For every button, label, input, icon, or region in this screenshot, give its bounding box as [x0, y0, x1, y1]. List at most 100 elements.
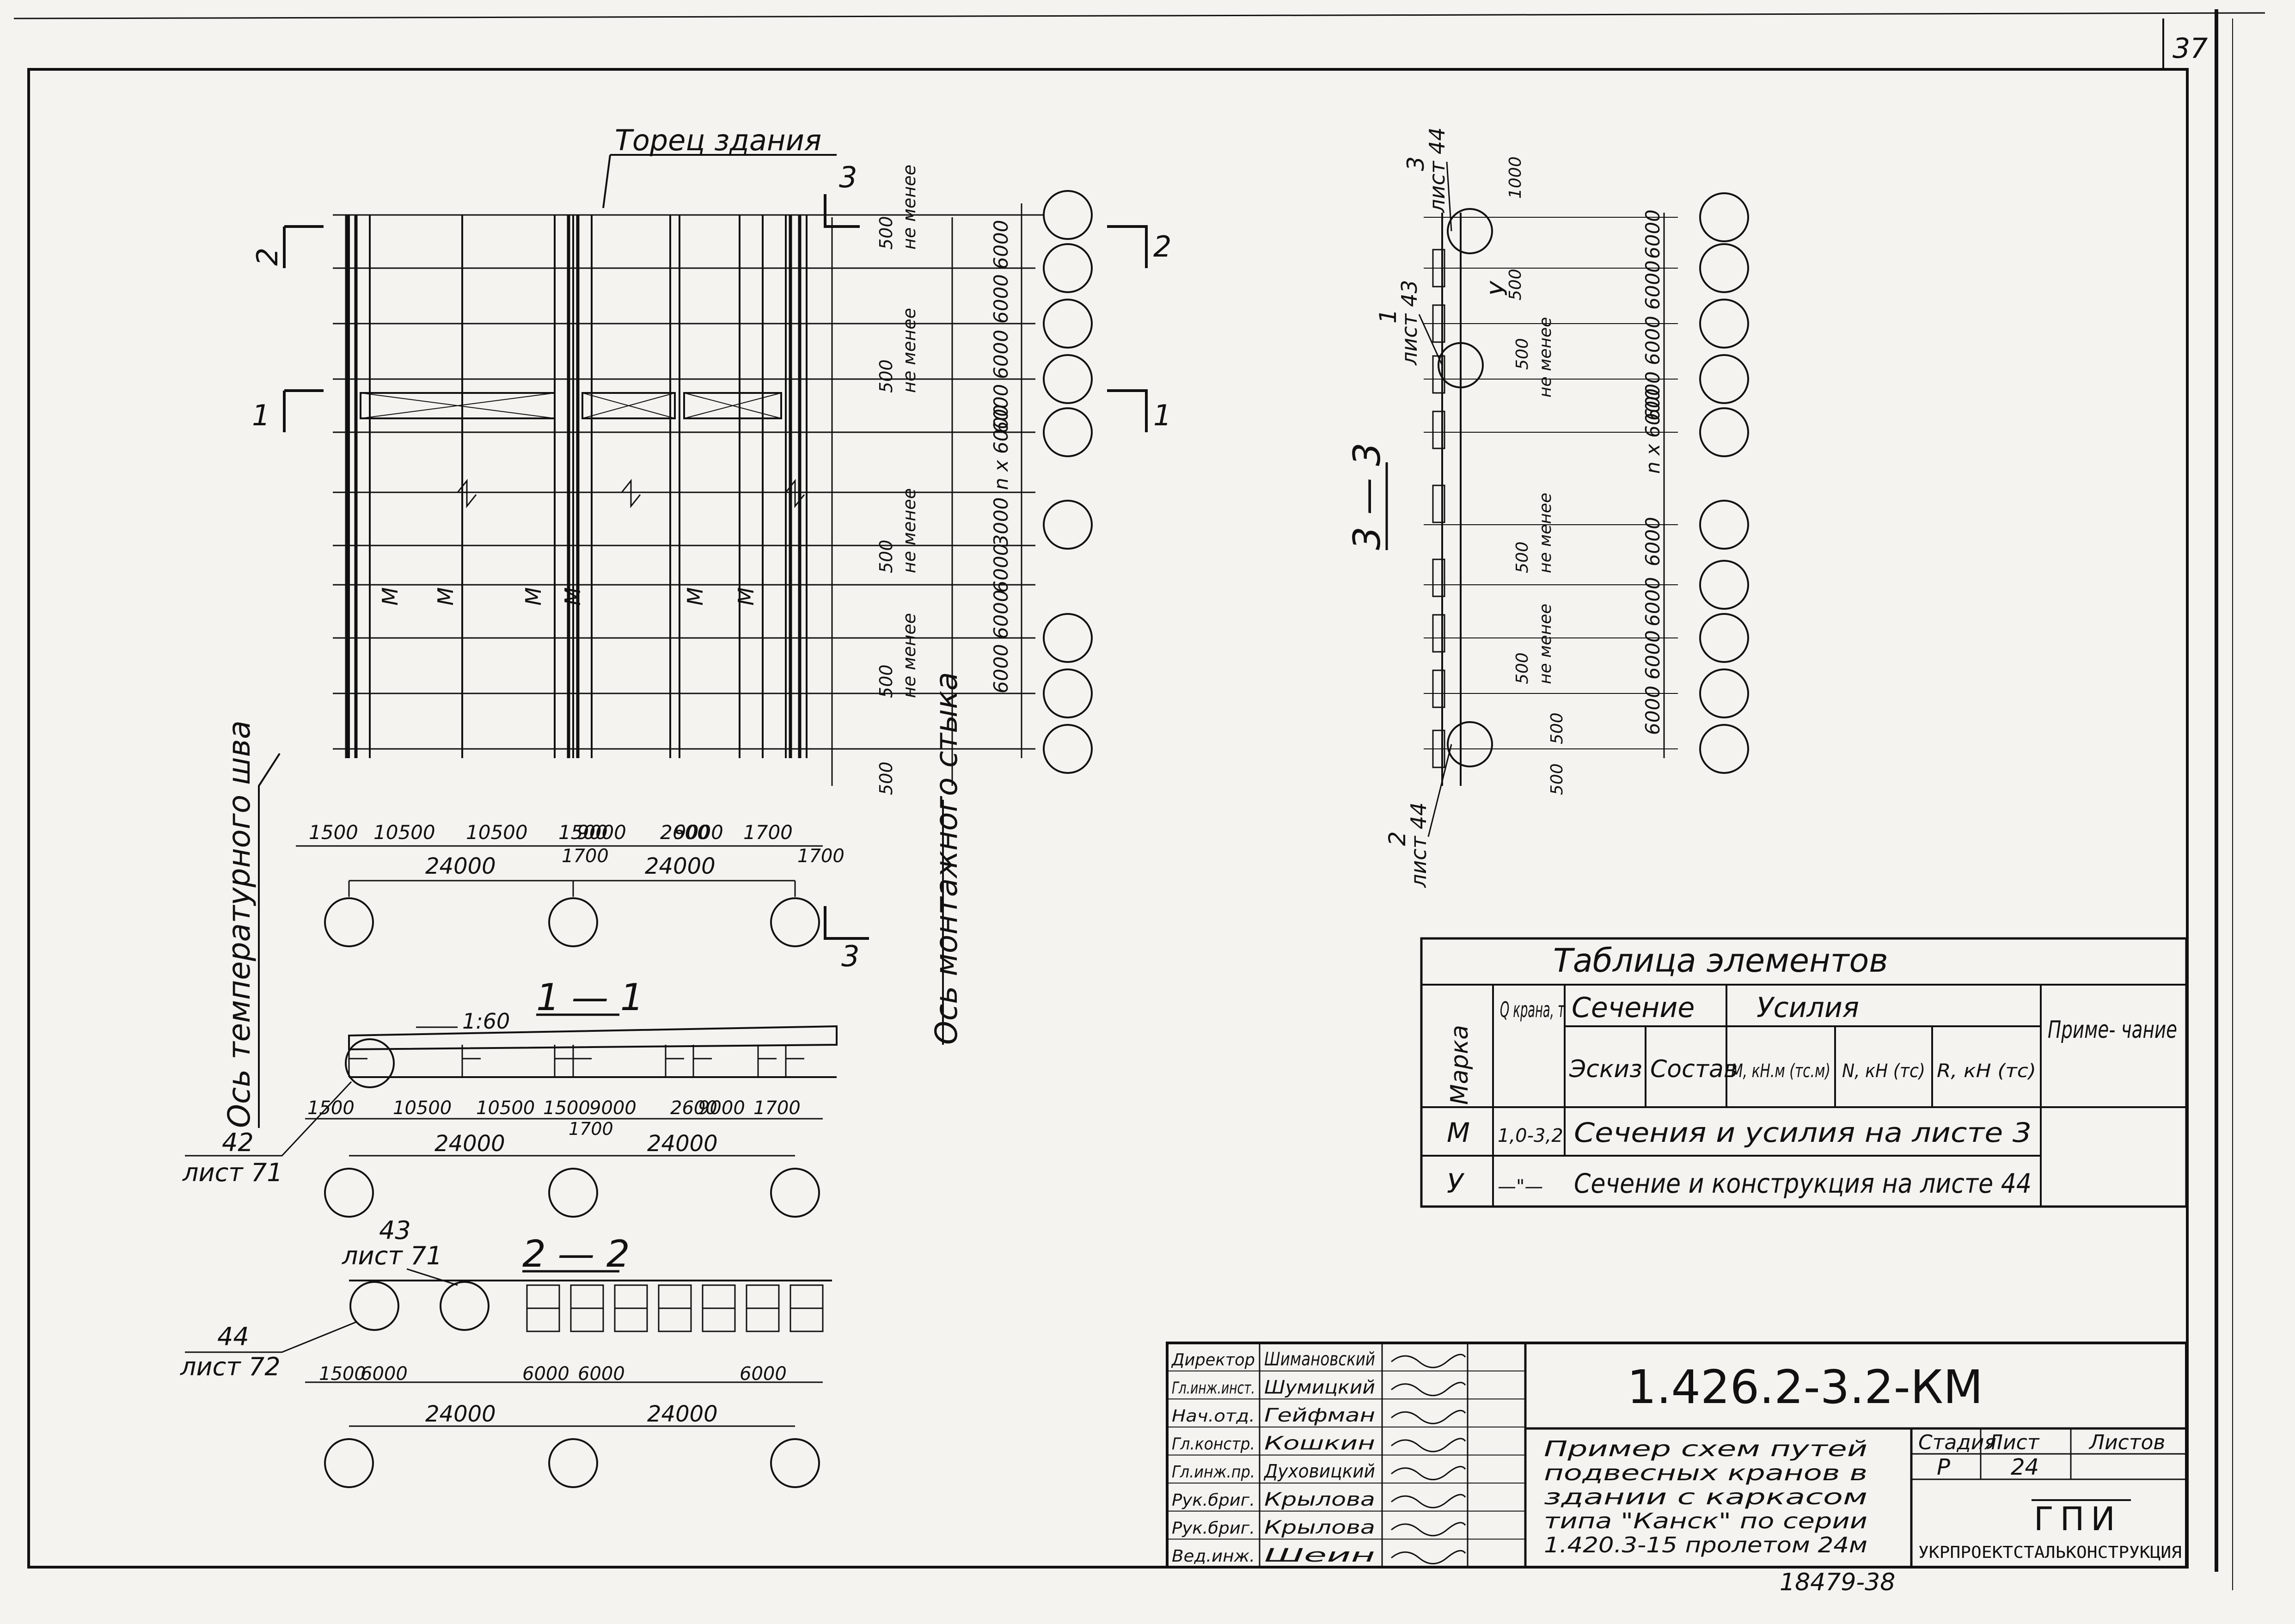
- axis-bubble: [770, 897, 820, 947]
- runway-section: [1432, 411, 1445, 449]
- name-label: Шимановский: [1264, 1349, 1375, 1370]
- row-axis-bubble: [1699, 500, 1749, 550]
- row-axis-bubble: [1699, 192, 1749, 242]
- row-axis-bubble: [1699, 613, 1749, 663]
- not-less-label: не менее: [899, 308, 919, 393]
- dim-label: 9000: [698, 1097, 745, 1119]
- header-mark: Марка: [1446, 1025, 1474, 1105]
- sheets-label: Листов: [2088, 1431, 2165, 1454]
- small-dim-label: 500: [1513, 338, 1532, 370]
- callout-sheet-42: лист 71: [182, 1158, 283, 1187]
- section-mark-label: 3: [839, 160, 857, 194]
- header-composition: Состав: [1650, 1055, 1738, 1083]
- callout-num-43: 43: [379, 1216, 411, 1245]
- runway-section: [1432, 614, 1445, 653]
- axis-bubble: [548, 1438, 598, 1488]
- signature: [1391, 1410, 1466, 1424]
- axis-bubble: [548, 897, 598, 947]
- break-symbol: [785, 478, 805, 509]
- dim-label-right: 3000: [990, 497, 1012, 547]
- signature: [1391, 1494, 1466, 1508]
- corner-number: 37: [2173, 32, 2208, 65]
- section-mark-label: 2: [1153, 230, 1171, 264]
- name-label: Кошкин: [1264, 1433, 1375, 1454]
- role-label: Рук.бриг.: [1172, 1491, 1255, 1510]
- dim-label: 1500: [543, 1097, 590, 1119]
- dim-label: 1700: [753, 1097, 801, 1119]
- row-axis-bubble: [1699, 299, 1749, 349]
- axis-bubble: [324, 1438, 374, 1488]
- sheet-label: Лист: [1987, 1431, 2040, 1454]
- description-line: Пример схем путей: [1544, 1436, 1867, 1461]
- callout-circle: [1447, 721, 1493, 767]
- beam-mark: М: [560, 587, 585, 606]
- header-sketch: Эскиз: [1569, 1055, 1642, 1083]
- section-mark-label: 2: [251, 248, 284, 266]
- not-less-label: 500: [876, 359, 896, 393]
- row-axis-bubble: [1699, 724, 1749, 774]
- dim-label-right: 6000: [990, 544, 1012, 593]
- row-axis-bubble: [1043, 500, 1093, 550]
- dim-label: 1500: [307, 1097, 355, 1119]
- end-label: Торец здания: [615, 123, 821, 157]
- row-axis-bubble: [1699, 354, 1749, 404]
- callout-circle: [1447, 208, 1493, 254]
- header-m: M, кН.м (тс.м): [1731, 1060, 1830, 1082]
- brace-box: [360, 392, 556, 419]
- row-axis-bubble: [1699, 243, 1749, 293]
- callout-num: 2: [1384, 831, 1411, 846]
- callout-circle-44: [349, 1281, 399, 1331]
- role-label: Нач.отд.: [1172, 1407, 1255, 1426]
- sheet-value: 24: [2011, 1454, 2039, 1480]
- role-label: Гл.констр.: [1172, 1435, 1255, 1454]
- row-q: 1,0-3,2: [1498, 1125, 1563, 1146]
- axis-temperature-leader: [258, 753, 281, 1128]
- signature: [1391, 1522, 1466, 1537]
- signature: [1391, 1550, 1466, 1564]
- dim-label-bottom: 10500: [373, 821, 435, 844]
- name-label: Крылова: [1264, 1517, 1375, 1538]
- description-line: подвесных кранов в: [1544, 1460, 1867, 1485]
- brace-box: [581, 392, 676, 419]
- dim-label: 6000: [578, 1363, 625, 1385]
- header-r: R, кН (тс): [1937, 1060, 2036, 1082]
- small-dim-label: 500: [1548, 763, 1567, 795]
- name-label: Шеин: [1264, 1545, 1375, 1566]
- dim-total-label: 24000: [435, 1131, 505, 1157]
- dim-label: 6000: [361, 1363, 408, 1385]
- callout-circle: [1438, 342, 1484, 388]
- callout-circle-42: [345, 1038, 395, 1088]
- section-mark-2-right: 2: [1107, 225, 1171, 268]
- dim-label: 1500: [319, 1363, 366, 1385]
- dim-label-right: 6000: [990, 330, 1012, 379]
- callout-leader: [1446, 161, 1452, 232]
- drawing-code: 1.426.2-3.2-КМ: [1627, 1360, 1983, 1414]
- dim-label-bottom: 9000: [674, 821, 723, 844]
- small-dim-label: не менее: [1536, 493, 1555, 573]
- dim-total-label: 24000: [425, 853, 496, 879]
- dim-total-label: 24000: [425, 1401, 496, 1427]
- dim-label-right: 6000: [990, 384, 1012, 434]
- axis-bubble: [770, 1168, 820, 1218]
- small-dim-label: 500: [1506, 269, 1525, 300]
- role-label: Директор: [1171, 1351, 1255, 1370]
- brace-diagonal: [582, 392, 675, 419]
- role-label: Вед.инж.: [1172, 1547, 1255, 1566]
- row-axis-bubble: [1043, 668, 1093, 718]
- stage-label: Стадия: [1918, 1431, 1996, 1454]
- role-label: Рук.бриг.: [1172, 1519, 1255, 1538]
- dim-label-right: 6000: [990, 220, 1012, 270]
- callout-leader: [1427, 744, 1452, 837]
- bottom-stamp: 18479-38: [1780, 1569, 1895, 1596]
- section-mark-label: 1: [1153, 398, 1171, 432]
- section-3-3-title: 3 — 3: [1346, 442, 1389, 550]
